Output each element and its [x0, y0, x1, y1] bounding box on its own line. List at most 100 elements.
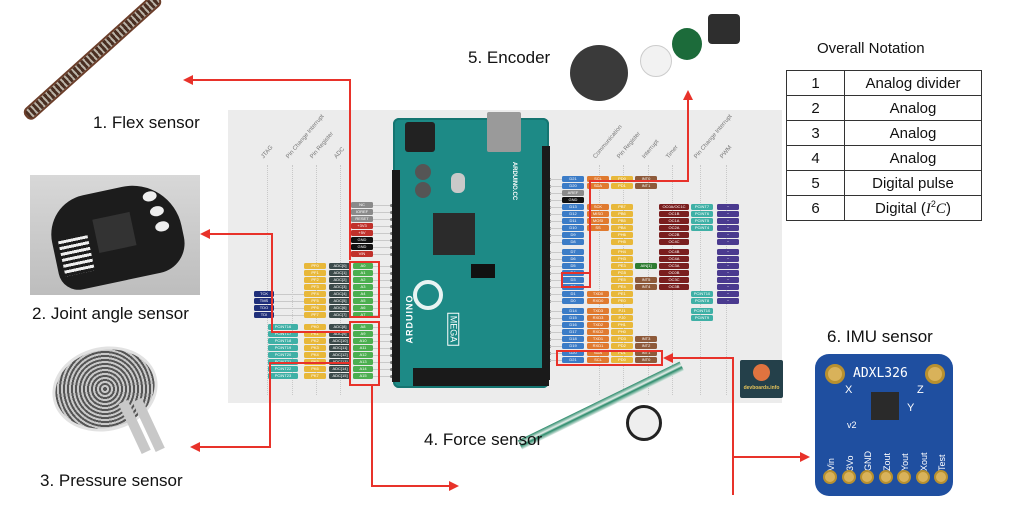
- arrow-joint-angle-sensor: [200, 229, 350, 333]
- pin-register: PD1: [611, 350, 633, 356]
- timer-label: OC2B: [659, 232, 689, 238]
- analog-pin: A11: [353, 345, 373, 351]
- pwm-label: ~: [717, 225, 739, 231]
- timer-label: OC1B: [659, 211, 689, 217]
- pcint-label: PCINT23: [268, 373, 298, 379]
- pin-register: PD0: [611, 357, 633, 363]
- communication-label: MOSI: [587, 218, 609, 224]
- pwm-label: ~: [717, 211, 739, 217]
- timer-label: OC2A: [659, 225, 689, 231]
- pin-register: PF5: [304, 298, 326, 304]
- pin-dot: [390, 210, 393, 214]
- interrupt-label: INT0: [635, 357, 657, 363]
- adc-label: ADC[4]: [329, 291, 351, 297]
- timer-label: OC3B: [659, 284, 689, 290]
- interrupt-label: INT1: [635, 350, 657, 356]
- pwm-label: ~: [717, 249, 739, 255]
- pin-line: [274, 301, 304, 302]
- imu-version: v2: [847, 420, 857, 430]
- pcint-label: PCINT9: [691, 315, 713, 321]
- timer-label: OC1A: [659, 218, 689, 224]
- imu-pin-hole: [878, 470, 893, 484]
- pin-register: PH4: [611, 249, 633, 255]
- pin-dot: [390, 353, 393, 357]
- pin-line: [373, 266, 391, 267]
- pcint-label: PCINT16: [268, 324, 298, 330]
- pin-dot: [390, 360, 393, 364]
- pin-dot: [390, 203, 393, 207]
- encoder-cap-image: [708, 14, 740, 44]
- notation-id: 1: [786, 70, 845, 96]
- communication-label: TXD1: [587, 336, 609, 342]
- pin-line: [550, 301, 562, 302]
- jtag-pin: TMS: [254, 298, 274, 304]
- analog-pin: A8: [353, 324, 373, 330]
- analog-pin: A15: [353, 373, 373, 379]
- pin-dot: [390, 292, 393, 296]
- pwm-label: ~: [717, 270, 739, 276]
- pin-line: [373, 287, 391, 288]
- adc-label: ADC[3]: [329, 284, 351, 290]
- flex-sensor-label: 1. Flex sensor: [93, 113, 200, 132]
- pin-line: [373, 348, 391, 349]
- digital-pin: D11: [562, 218, 584, 224]
- pin-line: [550, 207, 562, 208]
- chip-icon: [753, 364, 770, 381]
- digital-pin: D0: [562, 298, 584, 304]
- notation-type: Digital pulse: [844, 170, 982, 196]
- pin-register: PF0: [304, 263, 326, 269]
- power-pin: VIN: [351, 251, 373, 257]
- interrupt-label: INT4: [635, 284, 657, 290]
- pin-register: PE1: [611, 291, 633, 297]
- pcint-label: PCINT22: [268, 366, 298, 372]
- encoder-housing-image: [570, 45, 628, 101]
- arrow-imu-to-board: [663, 353, 734, 495]
- pcint-label: PCINT10: [691, 291, 713, 297]
- pin-register: PF3: [304, 284, 326, 290]
- pin-line: [550, 346, 562, 347]
- timer-label: OC4B: [659, 249, 689, 255]
- notation-title: Overall Notation: [817, 40, 925, 57]
- digital-pin: D20: [562, 183, 584, 189]
- notation-id: 5: [786, 170, 845, 196]
- highlight-d20-d21: [556, 350, 663, 366]
- communication-label: TXD2: [587, 322, 609, 328]
- pin-dot: [390, 374, 393, 378]
- imu-chip-label: ADXL326: [853, 366, 908, 381]
- imu-pin-hole: [934, 470, 948, 484]
- imu-axis-x: X: [845, 384, 853, 396]
- pin-line: [373, 219, 391, 220]
- pin-line: [550, 332, 562, 333]
- pwm-label: ~: [717, 284, 739, 290]
- jtag-pin: TCK: [254, 291, 274, 297]
- digital-pin: D21: [562, 176, 584, 182]
- adc-label: ADC[2]: [329, 277, 351, 283]
- pin-line: [373, 334, 391, 335]
- imu-pin-hole: [860, 470, 874, 484]
- pin-line: [274, 315, 304, 316]
- communication-label: RXD0: [587, 298, 609, 304]
- pin-register: PH6: [611, 232, 633, 238]
- pin-dot: [390, 285, 393, 289]
- power-pin: RESET: [351, 216, 373, 222]
- pin-register: PF4: [304, 291, 326, 297]
- pin-line: [373, 376, 391, 377]
- pin-line: [550, 242, 562, 243]
- pin-line: [550, 294, 562, 295]
- imu-axis-z: Z: [917, 384, 924, 396]
- communication-label: SCK: [587, 204, 609, 210]
- arrow-force-sensor: [371, 386, 459, 491]
- digital-pin: D15: [562, 315, 584, 321]
- pin-register: PE3: [611, 263, 633, 269]
- highlight-d2-d3: [561, 272, 591, 288]
- pcint-label: PCINT10: [691, 308, 713, 314]
- pin-line: [550, 259, 562, 260]
- power-pin: NC: [351, 202, 373, 208]
- adc-label: ADC[0]: [329, 263, 351, 269]
- column-guide: [700, 165, 701, 395]
